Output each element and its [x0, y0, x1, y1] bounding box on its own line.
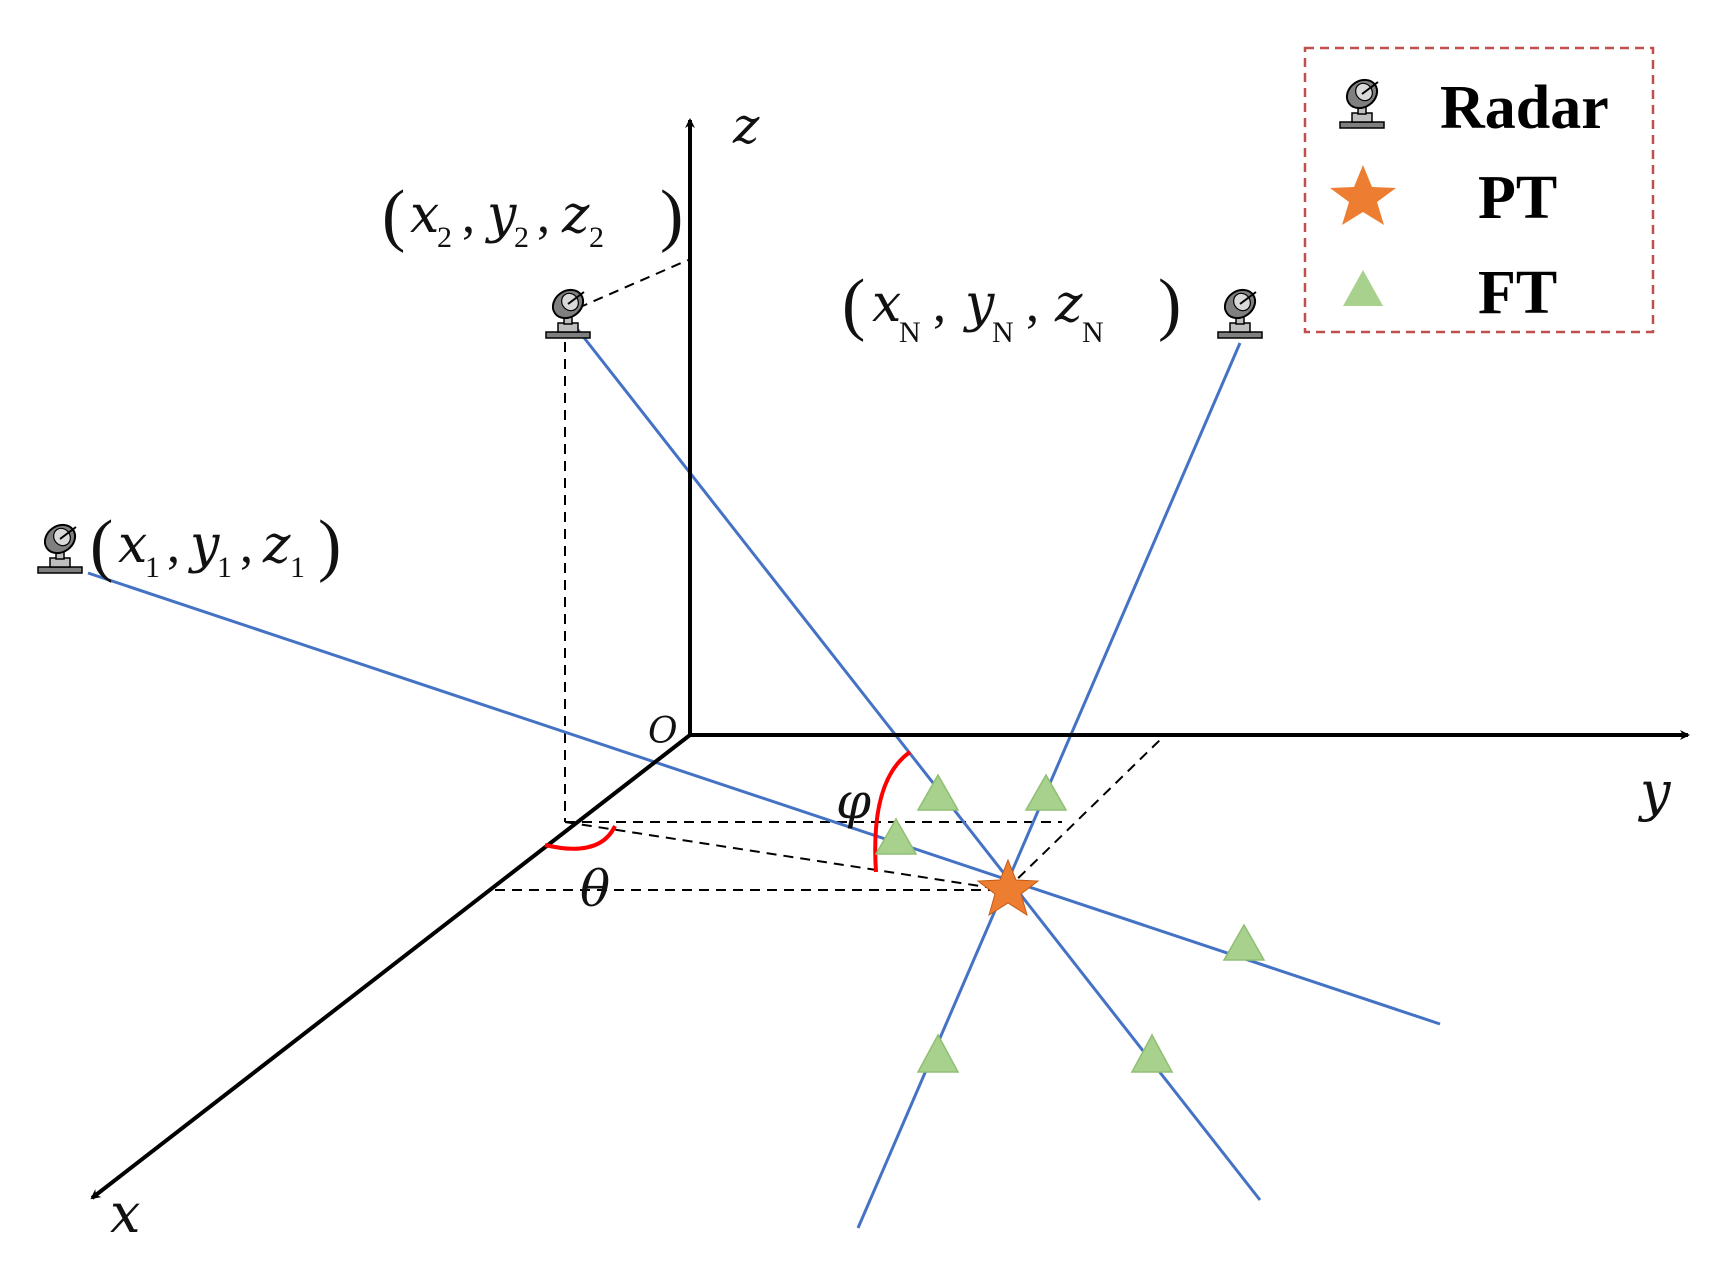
angle-arcs — [544, 750, 912, 873]
coord-y-sub: 1 — [217, 551, 232, 584]
radar-n-coordinates: ( x N , y N , z N ) — [842, 266, 1181, 349]
radar2-to-z-axis — [577, 259, 689, 309]
close-paren: ) — [660, 177, 683, 254]
axes — [90, 118, 1690, 1200]
legend-label-ft: FT — [1478, 259, 1557, 327]
coord-y: y — [188, 515, 220, 575]
coord-x: x — [118, 515, 147, 575]
x-axis-label: x — [110, 1182, 140, 1245]
star-icon — [1330, 165, 1396, 225]
coord-y: y — [485, 185, 517, 245]
coord-z: z — [262, 515, 291, 575]
triangle-icon — [1343, 270, 1383, 306]
radar-n-icon — [1217, 283, 1263, 339]
coord-z-sub: 1 — [290, 551, 305, 584]
legend-label-pt: PT — [1478, 164, 1557, 232]
coord-z: z — [1054, 274, 1083, 334]
phi-arc — [873, 750, 912, 873]
open-paren: ( — [842, 266, 865, 343]
origin-label: O — [648, 711, 678, 752]
separator: , — [240, 517, 253, 574]
coord-x: x — [410, 185, 439, 245]
coord-z: z — [561, 185, 590, 245]
theta-label: θ — [580, 860, 610, 918]
ft-triangle — [916, 1033, 960, 1073]
theta-arc — [544, 825, 617, 851]
ft-triangle — [1130, 1033, 1174, 1073]
coord-x: x — [872, 274, 901, 334]
radar-dish-icon — [1339, 73, 1385, 129]
separator: , — [462, 187, 475, 244]
x-parallel-right — [1005, 737, 1163, 891]
ray-radar-1 — [87, 571, 1441, 1026]
y-axis-label: y — [1638, 760, 1672, 823]
close-paren: ) — [318, 507, 341, 584]
close-paren: ) — [1158, 266, 1181, 343]
ft-triangle — [1024, 773, 1068, 811]
ft-triangle — [916, 773, 960, 811]
legend-label-radar: Radar — [1440, 74, 1609, 142]
theta-ray — [564, 821, 1007, 891]
coord-z-sub: 2 — [589, 221, 604, 254]
ft-triangle — [1222, 923, 1266, 961]
ft-triangle — [874, 817, 918, 855]
separator: , — [167, 517, 180, 574]
legend: Radar PT FT — [1303, 46, 1655, 334]
pt-star — [976, 858, 1040, 917]
separator: , — [933, 276, 946, 333]
coord-x-sub: 1 — [145, 551, 160, 584]
coord-y-sub: N — [992, 316, 1014, 349]
z-axis-label: z — [732, 97, 760, 155]
projection-lines — [495, 259, 1163, 891]
coord-y: y — [963, 274, 995, 334]
radar-1-coordinates: ( x 1 , y 1 , z 1 ) — [90, 507, 341, 584]
radar-2-coordinates: ( x 2 , y 2 , z 2 ) — [382, 177, 683, 254]
coord-x-sub: 2 — [437, 221, 452, 254]
coord-x-sub: N — [899, 316, 921, 349]
phi-label: φ — [836, 772, 871, 830]
coord-y-sub: 2 — [514, 221, 529, 254]
open-paren: ( — [382, 177, 405, 254]
radar-2-icon — [545, 283, 591, 339]
separator: , — [1026, 276, 1039, 333]
separator: , — [537, 187, 550, 244]
radar-1-icon — [37, 518, 83, 574]
open-paren: ( — [90, 507, 113, 584]
x-axis — [90, 733, 692, 1200]
legend-box — [1303, 46, 1655, 334]
coord-z-sub: N — [1082, 316, 1104, 349]
ft-targets — [874, 773, 1266, 1073]
radar-rays — [87, 329, 1441, 1229]
